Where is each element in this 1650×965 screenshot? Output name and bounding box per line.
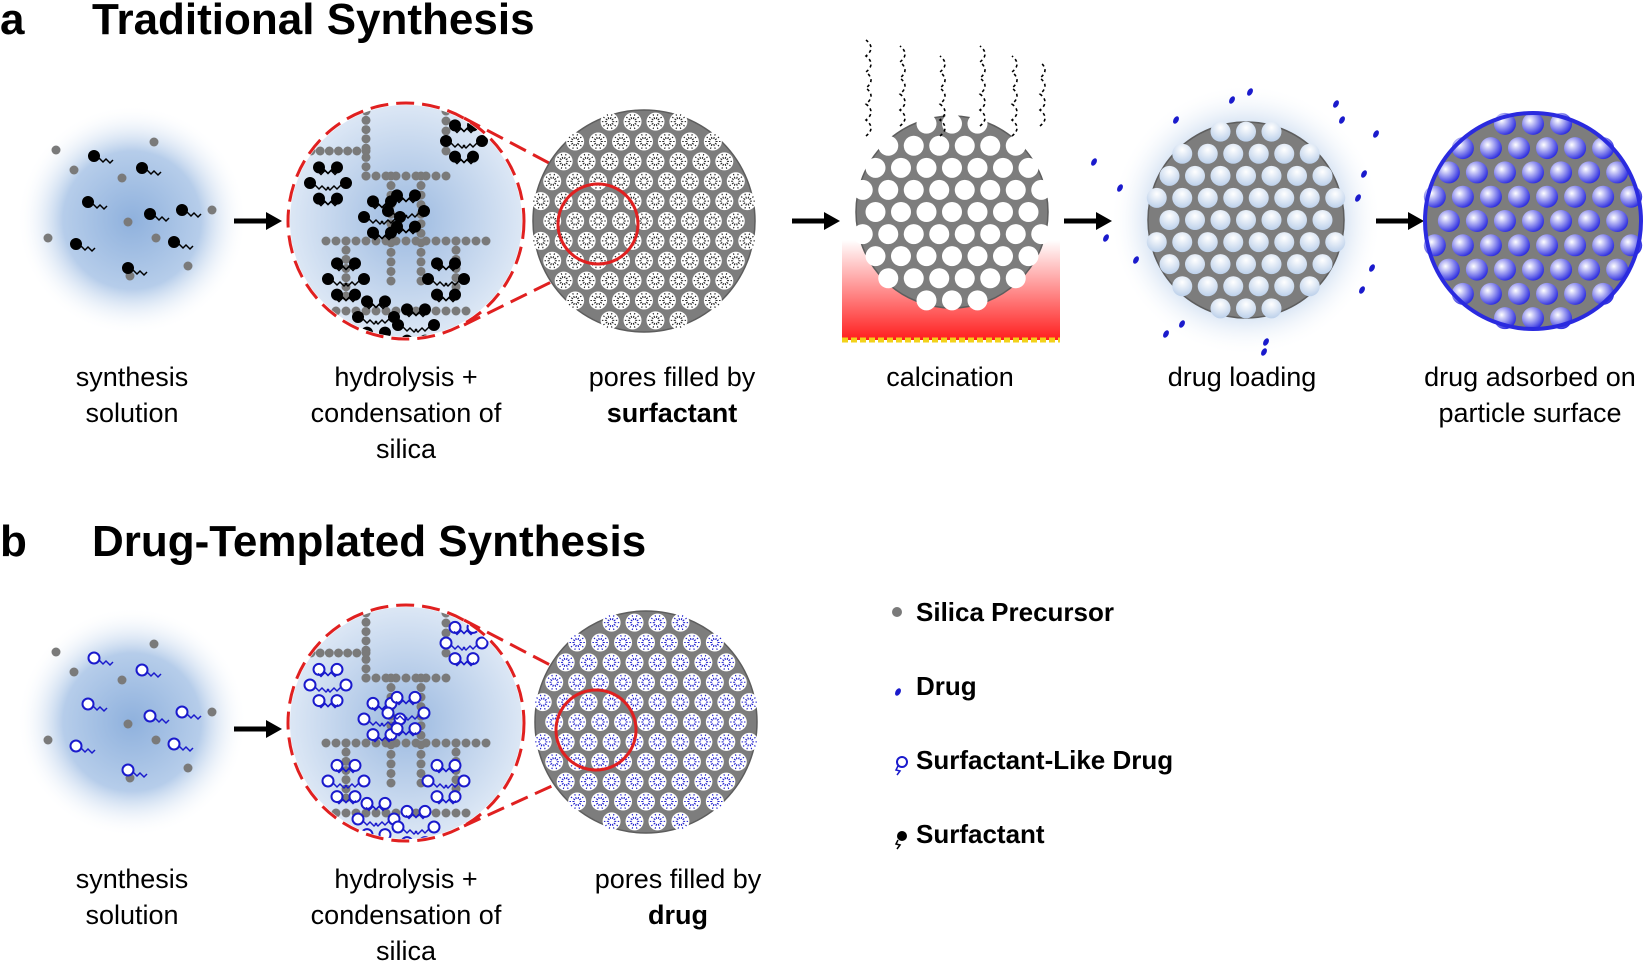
step-caption: hydrolysis + condensation of silica [311,362,502,464]
surfactant-icon [894,831,907,850]
caption-line: drug adsorbed on [1424,362,1636,392]
caption-line: silica [376,936,437,965]
step-caption: pores filled by drug [595,864,762,930]
panel-a-captions: synthesis solution hydrolysis + condensatio… [76,362,1636,464]
caption-line: particle surface [1438,398,1621,428]
caption-bold-term: surfactant [607,398,738,428]
arrow-a2 [792,212,840,230]
panel-a-calcination [842,39,1060,343]
legend-item-surfactant-like-drug: Surfactant-Like Drug [894,745,1173,776]
arrow-b1 [234,720,282,738]
panel-a-title: Traditional Synthesis [92,0,535,44]
caption-line: condensation of [311,398,502,428]
caption-line: synthesis [76,864,189,894]
step-caption: synthesis solution [76,362,189,428]
panel-a-letter: a [0,0,25,44]
legend-item-surfactant: Surfactant [894,819,1045,850]
panel-b-captions: synthesis solution hydrolysis + condensatio… [76,864,762,965]
legend-item-silica-precursor: Silica Precursor [892,597,1114,627]
step-caption: drug adsorbed on particle surface [1424,362,1636,428]
legend-label: Surfactant [916,819,1045,849]
arrow-a4 [1376,212,1424,230]
caption-line: synthesis [76,362,189,392]
legend-label: Silica Precursor [916,597,1114,627]
panel-b-synthesis-solution [17,607,247,837]
arrow-a1 [234,212,282,230]
caption-line: silica [376,434,437,464]
arrow-a3 [1064,212,1112,230]
caption-line: solution [85,398,178,428]
step-caption: synthesis solution [76,864,189,930]
panel-b-hydrolysis-zoom [286,603,599,843]
legend-label: Drug [916,671,977,701]
legend-label: Surfactant-Like Drug [916,745,1173,775]
step-caption: drug loading [1168,362,1317,392]
panel-a-drug-loading [1091,84,1382,356]
panel-a-synthesis-solution [17,105,247,335]
caption-line: calcination [886,362,1014,392]
silica-precursor-icon [892,607,902,617]
drug-icon [895,688,901,696]
step-caption: hydrolysis + condensation of silica [311,864,502,965]
caption-line: pores filled by [589,362,756,392]
panel-a-drug-adsorbed [1423,111,1643,331]
caption-line: hydrolysis + [334,864,477,894]
surfactant-like-drug-icon [894,756,908,776]
step-caption: pores filled by surfactant [589,362,756,428]
legend-item-drug: Drug [895,671,977,701]
panel-b-title: Drug-Templated Synthesis [92,517,646,566]
caption-bold-term: drug [648,900,708,930]
caption-line: drug loading [1168,362,1317,392]
caption-line: solution [85,900,178,930]
panel-a-particle-surfactant [531,109,757,333]
caption-line: hydrolysis + [334,362,477,392]
panel-b-letter: b [0,517,27,566]
step-caption: calcination [886,362,1014,392]
caption-line: condensation of [311,900,502,930]
panel-b-particle-drug [533,610,759,834]
legend: Silica Precursor Drug Surfactant-Like Dr… [892,597,1173,850]
caption-line: pores filled by [595,864,762,894]
